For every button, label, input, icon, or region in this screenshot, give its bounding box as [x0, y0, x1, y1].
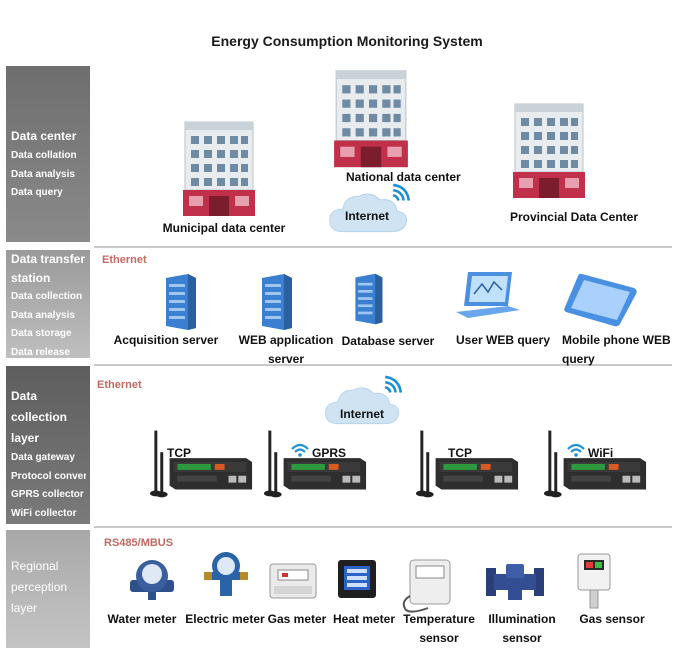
rs485-mbus-label: RS485/MBUS [104, 537, 174, 549]
temperature-sensor-icon [402, 559, 451, 613]
national-data-center-label: National data center [346, 170, 461, 184]
layer-items: Data collation Data analysis Data query [11, 147, 86, 203]
gas-meter-icon [269, 563, 317, 599]
gas-sensor-icon [577, 553, 611, 609]
server-icon [160, 272, 200, 332]
layer-data-center: Data center Data collation Data analysis… [6, 66, 90, 242]
layer-title: Data transfer station [11, 252, 86, 285]
database-server-icon [350, 272, 386, 326]
section-divider [94, 364, 672, 366]
layer-item: WiFi collector [11, 507, 77, 519]
ethernet-label: Ethernet [97, 379, 142, 391]
gateway-protocol-label: WiFi [588, 446, 614, 460]
illumination-sensor-icon [486, 564, 544, 600]
wifi-signal-icon [380, 370, 406, 396]
acquisition-server-label: Acquisition server [113, 333, 219, 347]
provincial-building-icon [508, 100, 590, 200]
layer-item: Data analysis [11, 309, 75, 321]
diagram-title: Energy Consumption Monitoring System [211, 33, 483, 49]
layer-item: Data collection [11, 291, 83, 302]
layer-items: Data collection Data analysis Data stora… [11, 288, 86, 362]
gas-meter-label: Gas meter [267, 612, 327, 626]
layer-regional-perception: Regional perception layer [6, 530, 90, 648]
layer-item: Data query [11, 187, 63, 198]
layer-item: Data storage [11, 328, 72, 339]
layer-data-transfer: Data transfer station Data collection Da… [6, 250, 90, 358]
gateway-protocol-label: TCP [448, 446, 472, 460]
ethernet-label: Ethernet [102, 254, 147, 266]
gateway-protocol-label: GPRS [312, 446, 347, 460]
database-server-label: Database server [341, 334, 435, 348]
water-meter-icon [130, 560, 174, 600]
section-divider [94, 246, 672, 248]
temperature-sensor-label: Temperature sensor [403, 612, 475, 645]
layer-title: Regional perception layer [11, 559, 68, 615]
layer-title: Data collection layer [11, 389, 68, 445]
mobile-phone-icon [564, 273, 637, 327]
internet-label: Internet [339, 407, 384, 421]
wifi-signal-icon [388, 178, 414, 204]
wifi-signal-icon [290, 442, 310, 458]
heat-meter-icon [338, 560, 376, 598]
gateway-device-icon [414, 420, 522, 504]
server-icon [256, 272, 296, 332]
mobile-phone-web-query-label: Mobile phone WEB query [562, 333, 671, 366]
electric-meter-icon [204, 552, 248, 596]
water-meter-label: Water meter [107, 612, 177, 626]
national-building-icon [330, 66, 412, 170]
heat-meter-label: Heat meter [332, 612, 396, 626]
electric-meter-label: Electric meter [185, 612, 265, 626]
web-application-server-label: WEB application server [238, 333, 334, 366]
gateway-device-icon [262, 420, 370, 504]
internet-label: Internet [344, 209, 389, 223]
section-divider [94, 526, 672, 528]
municipal-building-icon [178, 118, 260, 218]
gateway-device-icon [148, 420, 256, 504]
layer-item: Data release [11, 346, 70, 358]
illumination-sensor-label: Illumination sensor [488, 612, 556, 645]
gateway-protocol-label: TCP [167, 446, 191, 460]
user-web-query-label: User WEB query [455, 333, 551, 347]
gas-sensor-label: Gas sensor [579, 612, 645, 626]
gateway-device-icon [542, 420, 650, 504]
wifi-signal-icon [566, 442, 586, 458]
layer-item: Data gateway [11, 452, 75, 463]
layer-title: Data center [11, 129, 77, 143]
laptop-icon [456, 272, 520, 318]
layer-item: Protocol convert [11, 470, 86, 482]
layer-item: Data analysis [11, 168, 75, 180]
layer-item: Data collation [11, 150, 77, 161]
layer-item: GPRS collector [11, 489, 84, 500]
provincial-data-center-label: Provincial Data Center [509, 210, 639, 224]
layer-data-collection: Data collection layer Data gateway Proto… [6, 366, 90, 524]
municipal-data-center-label: Municipal data center [162, 221, 286, 235]
layer-items: Data gateway Protocol convert GPRS colle… [11, 449, 86, 523]
